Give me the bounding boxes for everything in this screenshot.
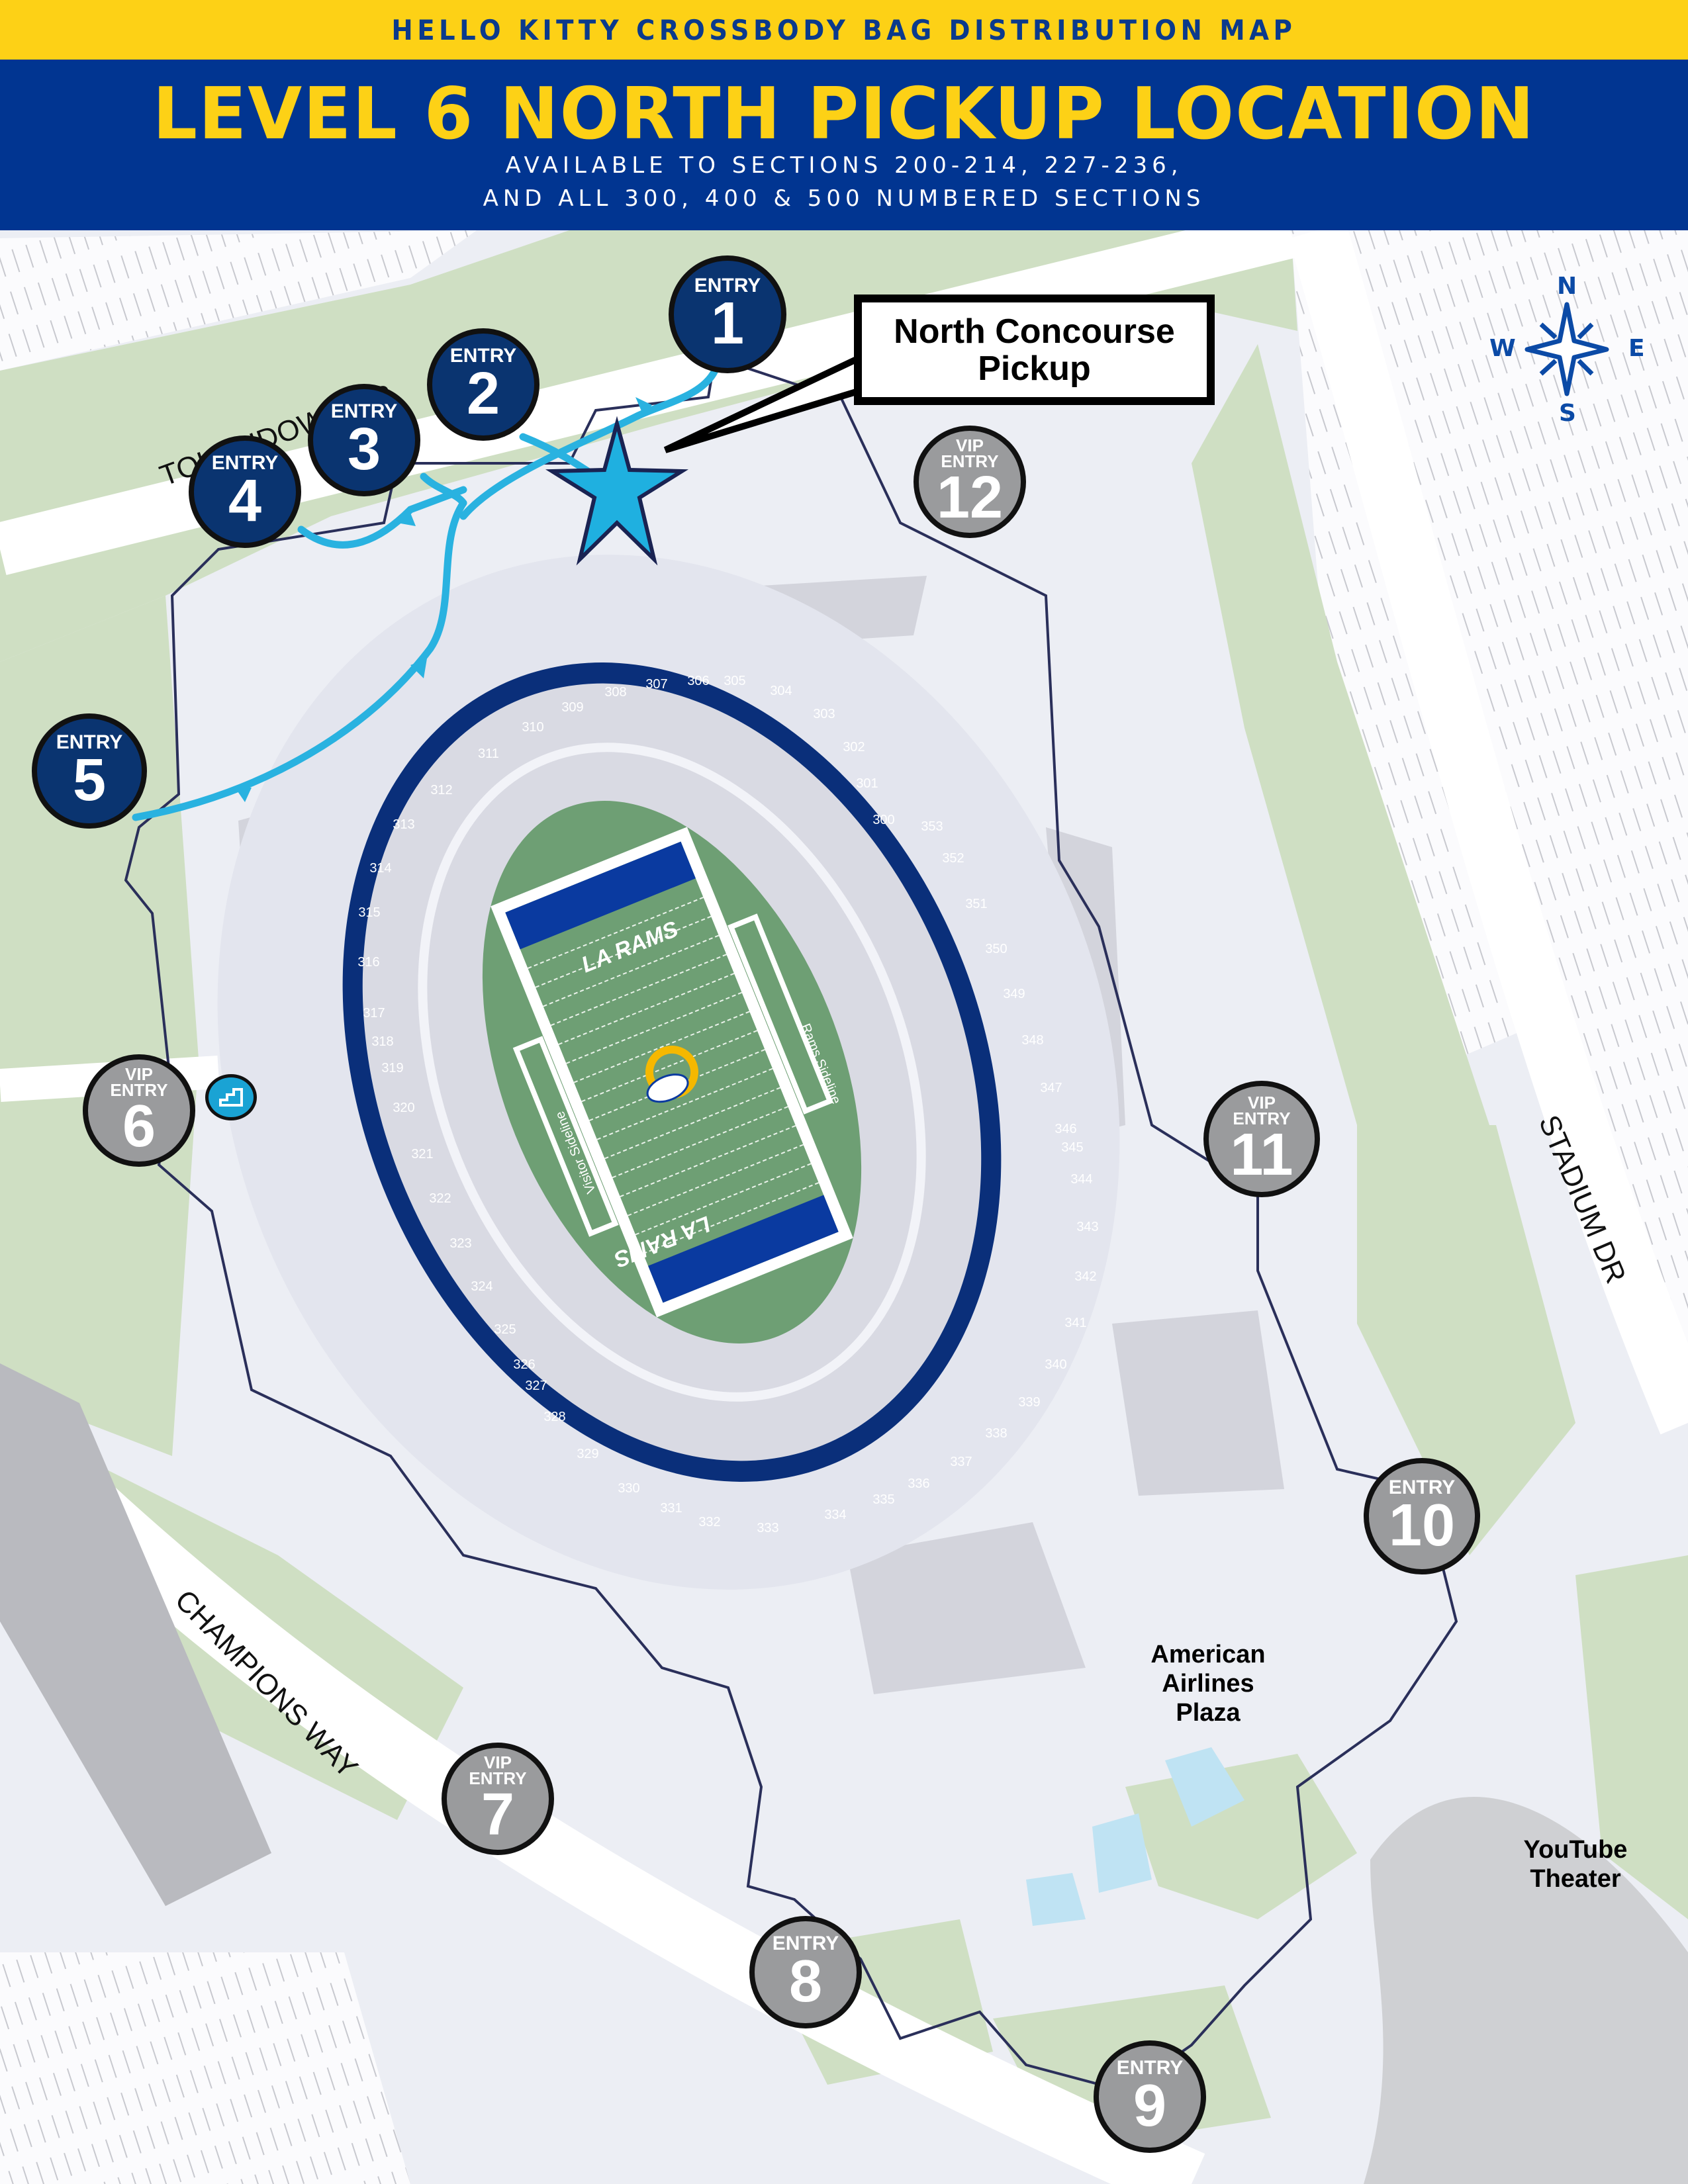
section-309: 309 xyxy=(561,700,583,715)
section-319: 319 xyxy=(381,1061,403,1075)
section-302: 302 xyxy=(843,740,865,754)
pickup-callout: North Concourse Pickup xyxy=(854,295,1215,405)
section-328: 328 xyxy=(543,1410,565,1424)
section-314: 314 xyxy=(369,861,391,876)
youtube-theater-label: YouTube Theater xyxy=(1523,1836,1628,1893)
section-341: 341 xyxy=(1064,1316,1086,1330)
page-title: LEVEL 6 NORTH PICKUP LOCATION xyxy=(152,73,1536,156)
section-301: 301 xyxy=(856,776,878,791)
section-351: 351 xyxy=(965,897,987,911)
section-306: 306 xyxy=(687,674,709,688)
section-334: 334 xyxy=(824,1508,846,1522)
section-323: 323 xyxy=(449,1236,471,1251)
section-322: 322 xyxy=(429,1191,451,1206)
section-343: 343 xyxy=(1076,1220,1098,1234)
section-320: 320 xyxy=(393,1101,414,1115)
stairs-icon xyxy=(205,1074,257,1120)
compass-rose-icon xyxy=(1524,302,1609,396)
section-337: 337 xyxy=(950,1455,972,1469)
callout-line-1: North Concourse xyxy=(894,312,1175,351)
section-338: 338 xyxy=(985,1426,1007,1441)
kicker-text: HELLO KITTY CROSSBODY BAG DISTRIBUTION M… xyxy=(391,13,1297,46)
compass-east: E xyxy=(1628,335,1645,362)
section-327: 327 xyxy=(525,1379,547,1393)
plaza-water xyxy=(1026,1747,1244,1926)
section-346: 346 xyxy=(1055,1122,1076,1136)
section-324: 324 xyxy=(471,1279,492,1294)
compass-north: N xyxy=(1557,273,1577,300)
section-326: 326 xyxy=(513,1357,535,1372)
compass-south: S xyxy=(1559,400,1576,427)
section-311: 311 xyxy=(478,747,499,761)
section-348: 348 xyxy=(1021,1033,1043,1048)
section-344: 344 xyxy=(1070,1172,1092,1187)
section-342: 342 xyxy=(1074,1269,1096,1284)
stadium-map: LA RAMS LA RAMS Rams Sideline Visitor Si… xyxy=(0,230,1688,2184)
section-329: 329 xyxy=(577,1447,598,1461)
section-317: 317 xyxy=(363,1006,385,1021)
section-300: 300 xyxy=(872,813,894,827)
section-318: 318 xyxy=(371,1034,393,1049)
section-332: 332 xyxy=(698,1515,720,1529)
eligibility-line-2: AND ALL 300, 400 & 500 NUMBERED SECTIONS xyxy=(483,185,1205,212)
section-304: 304 xyxy=(770,684,792,698)
section-310: 310 xyxy=(522,720,543,735)
section-312: 312 xyxy=(430,783,452,797)
buildings xyxy=(0,1363,1688,2184)
section-333: 333 xyxy=(757,1521,778,1535)
section-352: 352 xyxy=(942,851,964,866)
compass-west: W xyxy=(1489,335,1516,362)
section-339: 339 xyxy=(1018,1395,1040,1410)
section-303: 303 xyxy=(813,707,835,721)
eligibility-line-1: AVAILABLE TO SECTIONS 200-214, 227-236, xyxy=(505,152,1183,179)
section-353: 353 xyxy=(921,819,943,834)
section-350: 350 xyxy=(985,942,1007,956)
section-316: 316 xyxy=(357,955,379,970)
section-307: 307 xyxy=(645,677,667,692)
section-347: 347 xyxy=(1040,1081,1062,1095)
section-labels: 300 301 302 303 304 305 306 307 308 309 … xyxy=(357,674,1098,1535)
section-349: 349 xyxy=(1003,987,1025,1001)
section-345: 345 xyxy=(1061,1140,1083,1155)
callout-line-2: Pickup xyxy=(978,349,1091,388)
kicker-banner: HELLO KITTY CROSSBODY BAG DISTRIBUTION M… xyxy=(0,0,1688,60)
section-340: 340 xyxy=(1045,1357,1066,1372)
section-305: 305 xyxy=(724,674,745,688)
section-331: 331 xyxy=(660,1501,682,1516)
pickup-star-icon xyxy=(545,416,689,566)
section-315: 315 xyxy=(358,905,380,920)
playing-field xyxy=(491,827,853,1318)
section-308: 308 xyxy=(604,685,626,700)
section-321: 321 xyxy=(411,1147,433,1161)
american-airlines-plaza-label: American Airlines Plaza xyxy=(1150,1641,1266,1727)
section-336: 336 xyxy=(908,1477,929,1491)
section-330: 330 xyxy=(618,1481,639,1496)
section-335: 335 xyxy=(872,1492,894,1507)
section-325: 325 xyxy=(494,1322,516,1337)
section-313: 313 xyxy=(393,817,414,832)
title-banner: LEVEL 6 NORTH PICKUP LOCATION AVAILABLE … xyxy=(0,60,1688,230)
